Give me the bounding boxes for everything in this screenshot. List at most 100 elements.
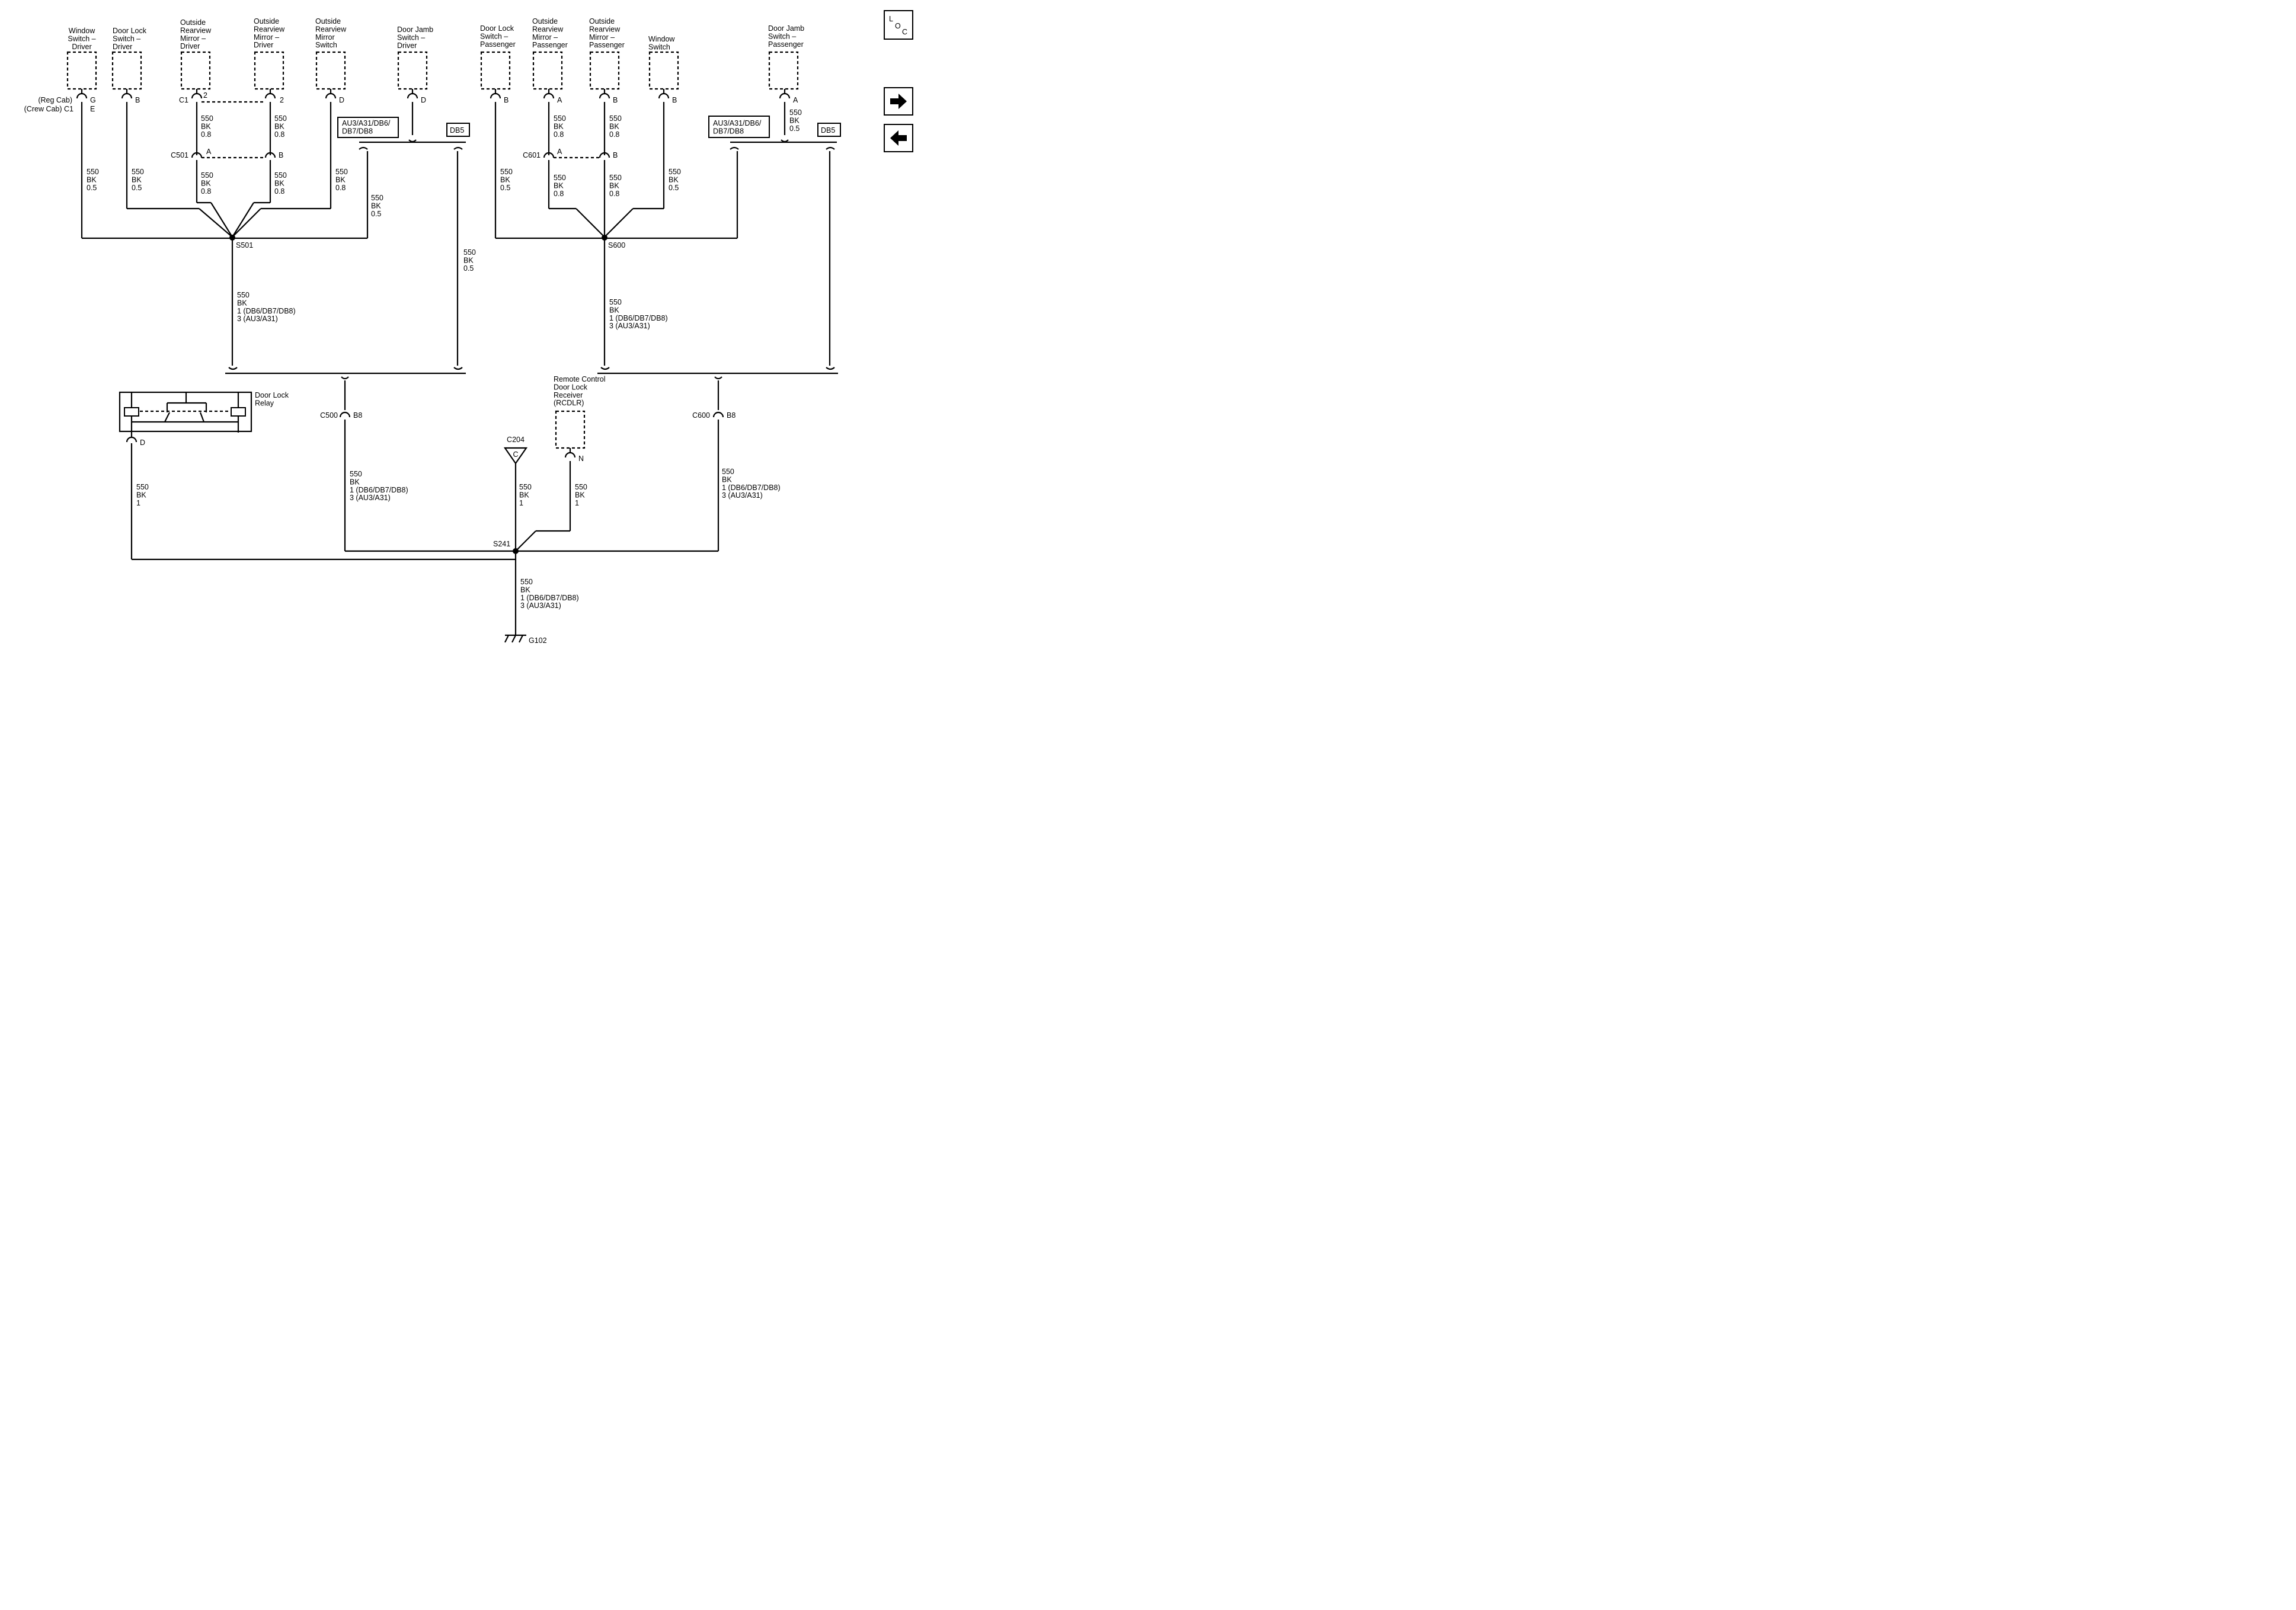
connector-c601: C601 [523, 151, 541, 159]
arrow-right-icon [890, 94, 907, 109]
dashed-links [202, 101, 600, 159]
mirror-pass-1-box [532, 51, 563, 90]
pin-g: G [90, 96, 96, 104]
mirror-switch-box [315, 51, 346, 90]
option-boxes [337, 116, 841, 138]
option-au3-right: AU3/A31/DB6/DB7/DB8 [713, 119, 762, 135]
pin-b-mirror-pass-2: B [613, 96, 618, 104]
splice-s501: S501 [236, 241, 253, 249]
pin-a-c601: A [557, 148, 562, 156]
c204-connector-triangle [503, 447, 528, 465]
pin-b-c601: B [613, 151, 618, 159]
pin-2-mirror-1: 2 [203, 91, 207, 100]
option-db5-right: DB5 [821, 126, 835, 135]
prev-page-button[interactable] [884, 124, 913, 152]
pin-e: E [90, 105, 95, 113]
pin-d-mirror-switch: D [339, 96, 344, 104]
window-switch-box [648, 51, 679, 90]
pin-crew-cab: (Crew Cab) C1 [24, 105, 73, 113]
splice-s241: S241 [493, 540, 510, 548]
pin-c1: C1 [179, 96, 188, 104]
loc-letter-c: C [902, 28, 907, 36]
door-lock-switch-pass-box [480, 51, 511, 90]
mirror-driver-2-box [254, 51, 284, 90]
door-lock-relay [119, 391, 252, 443]
connector-c501: C501 [171, 151, 188, 159]
door-jamb-driver-box [397, 51, 428, 90]
component-boxes [66, 51, 799, 449]
right-wires [494, 102, 838, 552]
arrow-left-icon [890, 130, 907, 146]
pin-b8-c500: B8 [353, 411, 362, 420]
pin-b-door-lock-driver: B [135, 96, 140, 104]
pin-d-door-jamb-driver: D [421, 96, 426, 104]
door-jamb-pass-box [768, 51, 799, 90]
loc-letter-l: L [889, 15, 893, 23]
splices [229, 235, 607, 554]
mirror-driver-1-box [180, 51, 211, 90]
connector-c204: C204 [507, 436, 525, 444]
pin-b-c501: B [279, 151, 283, 159]
pin-n-rcdlr: N [578, 454, 584, 463]
splice-s600-dot [602, 235, 607, 241]
pin-2-mirror-2: 2 [280, 96, 284, 104]
pin-reg-cab: (Reg Cab) [38, 96, 72, 104]
pin-a-mirror-pass-1: A [557, 96, 562, 104]
left-wires [81, 102, 516, 552]
splice-s600: S600 [608, 241, 625, 249]
next-page-button[interactable] [884, 87, 913, 116]
pin-b8-c600: B8 [727, 411, 736, 420]
pin-a-c501: A [206, 148, 212, 156]
option-db5-left: DB5 [450, 126, 464, 135]
splice-s241-dot [513, 548, 519, 554]
window-switch-driver-box [66, 51, 97, 90]
ground-g102: G102 [529, 636, 547, 645]
connector-c204-pin: C [513, 450, 518, 459]
ground-symbol [504, 634, 526, 643]
pin-b-window-switch: B [672, 96, 677, 104]
pin-d-relay: D [140, 438, 145, 447]
option-au3-left: AU3/A31/DB6/DB7/DB8 [342, 119, 391, 135]
connector-c500: C500 [320, 411, 338, 420]
pin-b-door-lock-pass: B [504, 96, 509, 104]
connector-c600: C600 [692, 411, 710, 420]
rcdlr-box [555, 410, 586, 449]
loc-button[interactable]: L O C [884, 10, 913, 40]
pin-a-door-jamb-pass: A [793, 96, 798, 104]
